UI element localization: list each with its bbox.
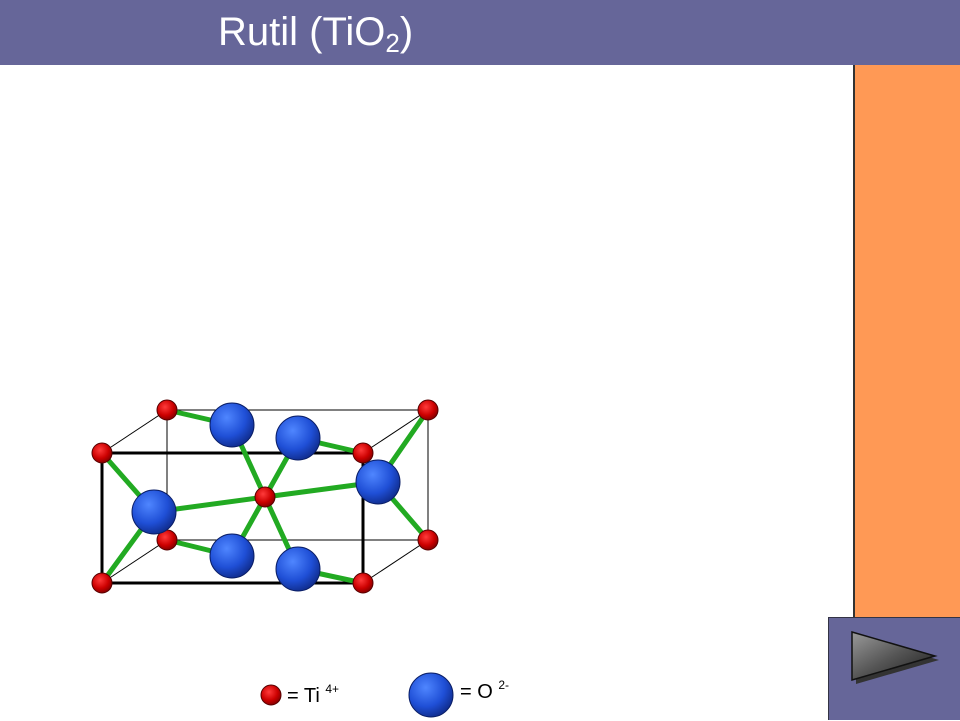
legend-o-symbol bbox=[408, 672, 454, 718]
ti-atom bbox=[91, 572, 113, 594]
title-bar: Rutil (TiO2) bbox=[0, 0, 960, 65]
o-atom bbox=[131, 489, 177, 535]
legend-o-text: = O bbox=[460, 681, 493, 703]
ti-atom bbox=[91, 442, 113, 464]
slide-title: Rutil (TiO2) bbox=[218, 8, 413, 56]
ti-atom bbox=[352, 572, 374, 594]
slide-title-end: ) bbox=[399, 10, 414, 54]
ti-atom bbox=[417, 399, 439, 421]
ti-atom bbox=[417, 529, 439, 551]
o-atom bbox=[275, 415, 321, 461]
next-slide-button[interactable] bbox=[828, 617, 960, 720]
side-panel bbox=[853, 65, 960, 617]
legend-ti-symbol bbox=[260, 684, 282, 706]
legend-symbols bbox=[260, 672, 454, 718]
slide-title-subscript: 2 bbox=[385, 28, 400, 58]
atoms bbox=[91, 399, 439, 594]
ti-atom bbox=[352, 442, 374, 464]
o-atom bbox=[209, 533, 255, 579]
play-triangle-icon bbox=[851, 631, 939, 684]
o-atom bbox=[355, 459, 401, 505]
o-atom bbox=[209, 402, 255, 448]
legend-ti-charge: 4+ bbox=[325, 682, 340, 696]
legend-o-charge: 2- bbox=[498, 678, 510, 692]
slide-title-main: Rutil (TiO bbox=[218, 10, 386, 54]
ti-atom bbox=[156, 399, 178, 421]
o-atom bbox=[275, 546, 321, 592]
legend-ti-label: = Ti 4+ bbox=[287, 682, 340, 708]
legend-ti-text: = Ti bbox=[287, 685, 320, 707]
ti-atom bbox=[254, 486, 276, 508]
legend-o-label: = O 2- bbox=[460, 678, 510, 704]
